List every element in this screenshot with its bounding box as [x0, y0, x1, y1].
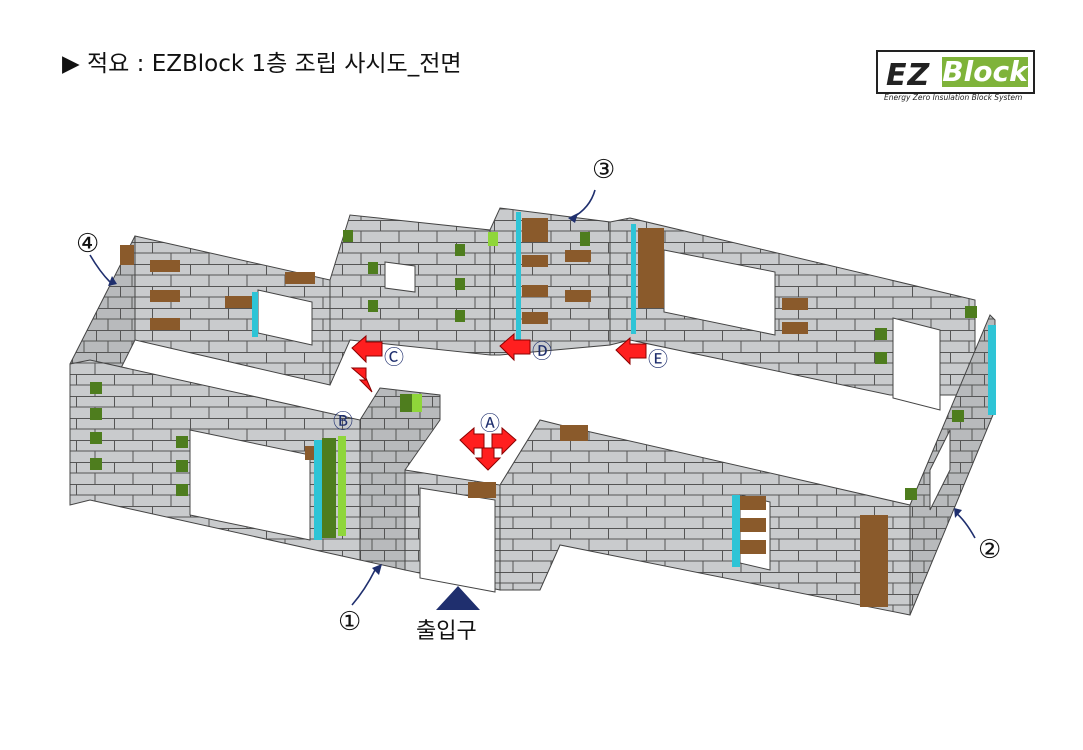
entrance-label: 출입구	[416, 619, 477, 644]
entry-label-d: Ⓓ	[532, 339, 552, 363]
entry-arrow-icon	[615, 336, 647, 366]
leader-arrow-icon	[954, 511, 976, 539]
small-window-opening	[384, 261, 416, 293]
leader-arrow-icon	[571, 189, 596, 219]
logo-block-text: Block	[942, 55, 1028, 88]
entry-arrow-icon	[474, 447, 502, 471]
entry-arrow-icon	[459, 426, 485, 456]
wall-middle	[329, 214, 491, 386]
wall-number-4: ④	[76, 229, 99, 259]
entrance-triangle-icon	[436, 586, 480, 610]
logo-tagline: Energy Zero Insulation Block System	[884, 93, 1023, 102]
entry-arrows	[350, 332, 647, 471]
wall-number-3: ③	[592, 155, 615, 185]
page-title: ▶ 적요 : EZBlock 1층 조립 사시도_전면	[62, 51, 462, 77]
leader-arrow-icon	[351, 569, 376, 606]
logo-frame: EZ Block	[876, 50, 1035, 94]
wall-number-labels: ① ② ③ ④	[76, 155, 1001, 637]
wall-front-right	[499, 314, 996, 616]
wall-back-right	[609, 217, 977, 411]
entry-arrow-icon	[351, 334, 383, 364]
logo-ez-text: EZ	[886, 58, 931, 93]
wall-number-1: ①	[338, 607, 361, 637]
entry-label-a: Ⓐ	[480, 411, 500, 435]
entry-label-b: Ⓑ	[333, 409, 353, 433]
wall-back-center	[488, 207, 611, 356]
leader-arrow-icon	[89, 254, 111, 283]
entry-letters: Ⓐ Ⓑ Ⓒ Ⓓ Ⓔ	[333, 339, 668, 435]
entry-arrow-icon	[491, 426, 517, 456]
entry-arrow-icon	[350, 367, 373, 393]
entrance-vestibule	[359, 387, 501, 593]
entry-arrow-icon	[499, 332, 531, 362]
wall-front-left	[69, 359, 361, 561]
entry-label-e: Ⓔ	[648, 347, 668, 371]
ezblock-logo: EZ Block Energy Zero Insulation Block Sy…	[872, 44, 1036, 104]
wall-number-2: ②	[978, 535, 1001, 565]
entry-label-c: Ⓒ	[384, 345, 404, 369]
